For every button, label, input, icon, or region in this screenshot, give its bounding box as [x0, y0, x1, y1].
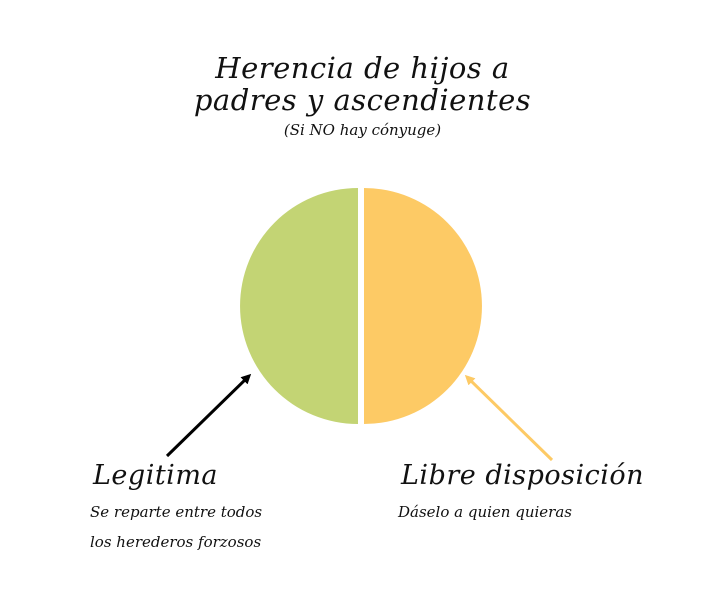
arrow-legitima: [165, 373, 252, 458]
label-libre-disposicion: Libre disposición: [401, 460, 645, 491]
chart-title-line-1: Herencia de hijos a: [215, 51, 510, 85]
chart-subtitle: (Si NO hay cónyuge): [283, 121, 442, 139]
pie-slice-0: [240, 188, 358, 424]
desc-libre-line-1: Dáselo a quien quieras: [398, 503, 572, 521]
pie-slices: [240, 188, 482, 424]
desc-legitima-line-1: Se reparte entre todos: [90, 503, 263, 521]
desc-legitima-line-2: los herederos forzosos: [90, 533, 262, 551]
label-legitima: Legitima: [93, 460, 219, 491]
chart-title-line-2: padres y ascendientes: [193, 83, 532, 117]
arrow-libre-disposicion: [464, 374, 554, 462]
pie-slice-1: [364, 188, 482, 424]
desc-legitima: Se reparte entre todos los herederos for…: [90, 497, 350, 557]
desc-libre-disposicion: Dáselo a quien quieras: [398, 497, 678, 527]
